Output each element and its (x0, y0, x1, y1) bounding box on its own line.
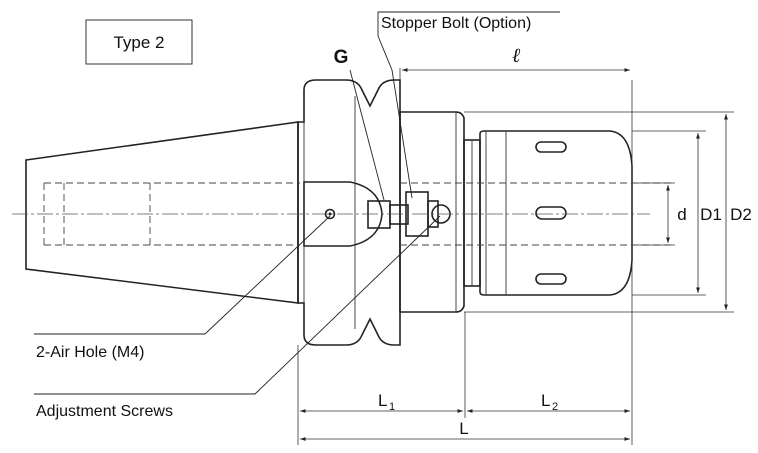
nut-slot-mid (535, 206, 567, 220)
dim-G-label: G (334, 47, 349, 68)
leader-adjustment-screws (34, 215, 441, 395)
type-label: Type 2 (113, 33, 164, 52)
dim-L1-label: L (378, 391, 387, 410)
adjustment-screws-label: Adjustment Screws (36, 403, 173, 420)
leader-stopper-bolt (377, 11, 560, 199)
collet-nut (479, 130, 633, 296)
stopper-bolt-label: Stopper Bolt (Option) (381, 15, 531, 32)
nut-slot-bot (535, 273, 567, 285)
nut-slot-top (535, 141, 567, 153)
dim-L1-sub: 1 (389, 401, 395, 413)
adjustment-screw (367, 200, 391, 229)
air-hole-dot (328, 212, 332, 216)
adjustment-screw-body (389, 204, 409, 225)
flange (297, 79, 401, 346)
taper-shank (25, 121, 299, 304)
dim-D2-label: D2 (730, 205, 752, 224)
dim-ell-label: ℓ (512, 43, 521, 67)
air-hole-label: 2-Air Hole (M4) (36, 344, 144, 361)
dim-D1-label: D1 (700, 205, 722, 224)
leader-air-hole (34, 215, 331, 335)
dim-L2-label: L (541, 391, 550, 410)
dim-L-label: L (459, 419, 468, 438)
type-box (85, 19, 193, 65)
leader-G (349, 69, 385, 201)
dim-d-label: d (677, 205, 686, 224)
dim-L2-sub: 2 (552, 401, 558, 413)
holder-body (399, 111, 465, 313)
